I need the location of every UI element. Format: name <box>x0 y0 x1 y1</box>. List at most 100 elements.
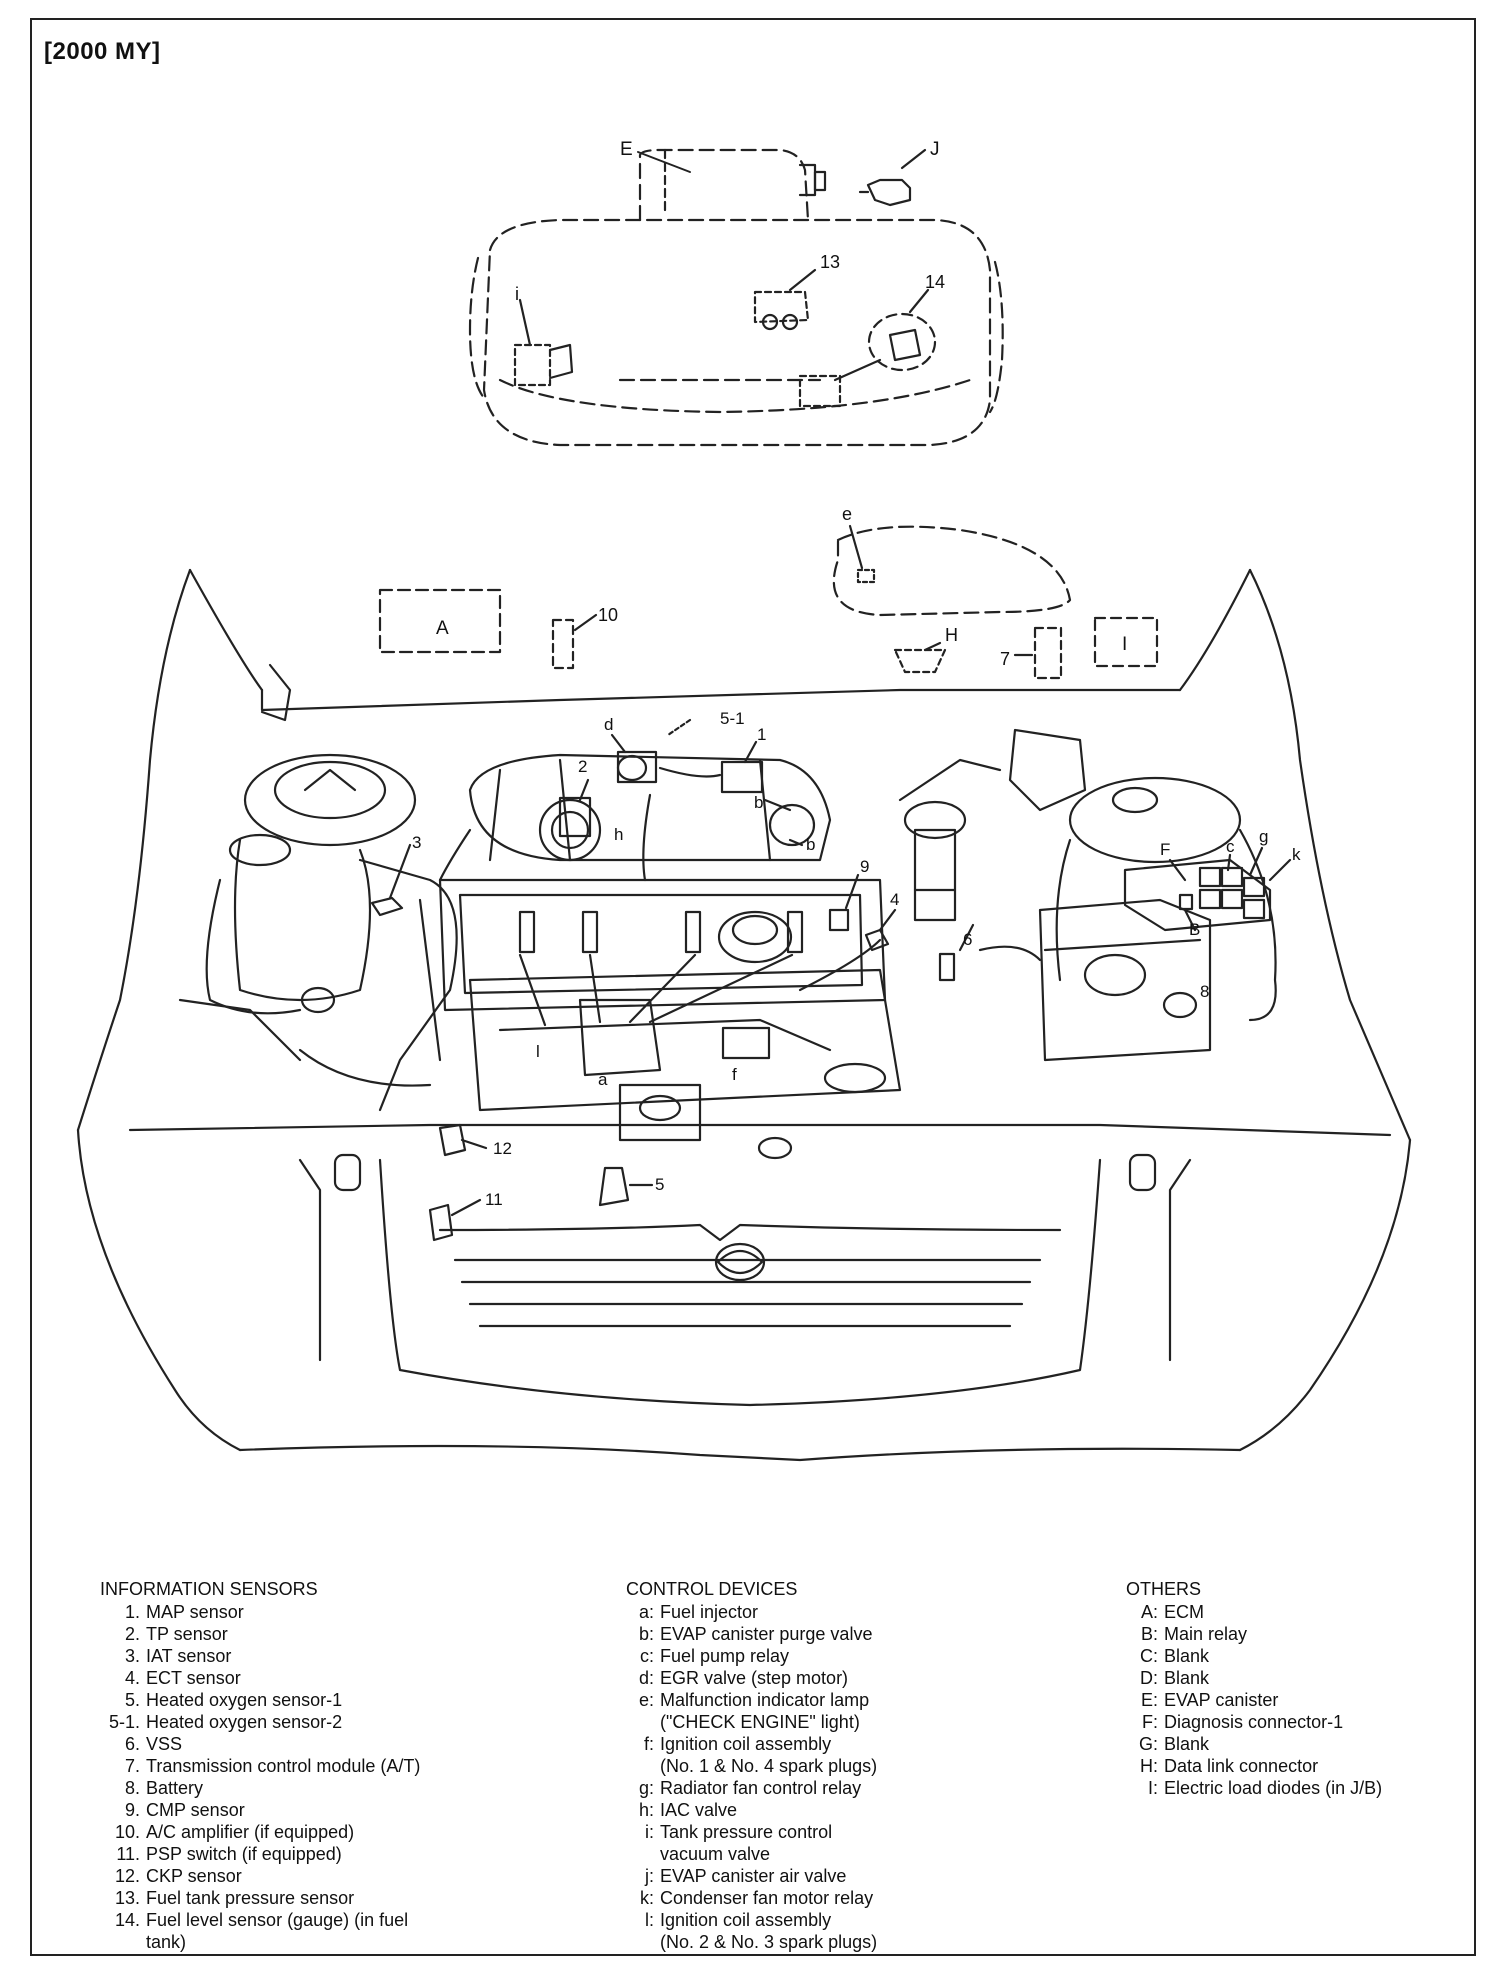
legend-item: j: EVAP canister air valve <box>626 1865 1106 1887</box>
legend-item-key: f: <box>643 1734 654 1754</box>
legend-item-text: EVAP canister <box>1164 1690 1279 1710</box>
legend-item-text: CKP sensor <box>146 1866 242 1886</box>
legend-item: 12.CKP sensor <box>100 1865 600 1887</box>
legend-item-key: H: <box>1140 1756 1158 1776</box>
tank-pressure-sensor-13 <box>753 268 817 331</box>
label-B: B <box>1189 920 1200 939</box>
legend-item-key: k: <box>639 1888 654 1908</box>
legend-item: tank) <box>100 1931 600 1953</box>
legend-item: b:EVAP canister purge valve <box>626 1623 1106 1645</box>
legend-item: 14.Fuel level sensor (gauge) (in fuel <box>100 1909 600 1931</box>
car-body <box>76 568 1412 1462</box>
label-14: 14 <box>925 272 945 292</box>
label-h: h <box>614 825 623 844</box>
label-k: k <box>1292 845 1301 864</box>
legend-item: A:ECM <box>1126 1601 1446 1623</box>
legend-item-text: Data link connector <box>1164 1756 1319 1776</box>
fuel-tank <box>468 148 1004 447</box>
label-6: 6 <box>963 930 972 949</box>
legend-item-key: l: <box>645 1910 654 1930</box>
label-13: 13 <box>820 252 840 272</box>
legend-item-text: Ignition coil assembly <box>660 1910 832 1930</box>
legend-item: 13.Fuel tank pressure sensor <box>100 1887 600 1909</box>
label-8: 8 <box>1200 982 1209 1001</box>
legend-item-key: 4. <box>124 1668 140 1688</box>
legend-item-key: 9. <box>124 1800 140 1820</box>
legend-item: 4.ECT sensor <box>100 1667 600 1689</box>
legend-item-text: IAT sensor <box>146 1646 232 1666</box>
label-g: g <box>1259 827 1268 846</box>
legend-item-text: Ignition coil assembly <box>660 1734 832 1754</box>
legend-item-text: Heated oxygen sensor-2 <box>146 1712 343 1732</box>
label-5: 5 <box>655 1175 664 1194</box>
legend-item-key <box>626 1755 660 1777</box>
legend-item: ("CHECK ENGINE" light) <box>626 1711 1106 1733</box>
legend-item-key: 7. <box>124 1756 140 1776</box>
legend-item-text: Heated oxygen sensor-1 <box>146 1690 343 1710</box>
label-1: 1 <box>757 725 766 744</box>
fuel-level-sensor-14 <box>798 288 937 408</box>
legend-item: h:IAC valve <box>626 1799 1106 1821</box>
legend-item: C:Blank <box>1126 1645 1446 1667</box>
legend-item-key <box>626 1931 660 1953</box>
label-J: J <box>930 139 940 160</box>
legend-item: H: Data link connector <box>1126 1755 1446 1777</box>
legend-item-key: 13. <box>114 1888 140 1908</box>
legend-others-title: OTHERS <box>1126 1579 1202 1599</box>
legend-item-key <box>100 1931 146 1953</box>
legend-control-title: CONTROL DEVICES <box>626 1579 798 1599</box>
label-H: H <box>945 625 958 645</box>
label-7: 7 <box>1000 649 1010 669</box>
legend-item-text: vacuum valve <box>660 1844 771 1864</box>
legend-item-text: EVAP canister air valve <box>660 1866 847 1886</box>
legend-item-text: Condenser fan motor relay <box>660 1888 874 1908</box>
legend-item: D:Blank <box>1126 1667 1446 1689</box>
legend-item-text: Fuel pump relay <box>660 1646 790 1666</box>
legend-item-key: e: <box>638 1690 654 1710</box>
label-l: l <box>536 1042 540 1061</box>
label-b-lower: b <box>806 835 815 854</box>
legend-item-text: Battery <box>146 1778 204 1798</box>
label-4: 4 <box>890 890 899 909</box>
label-A: A <box>436 618 449 639</box>
hood-outline <box>188 525 1252 712</box>
legend-item: c:Fuel pump relay <box>626 1645 1106 1667</box>
label-12: 12 <box>493 1139 512 1158</box>
legend-item: B:Main relay <box>1126 1623 1446 1645</box>
legend-item-key: E: <box>1140 1690 1158 1710</box>
legend-item-text: MAP sensor <box>146 1602 244 1622</box>
label-F: F <box>1160 840 1170 859</box>
engine-components <box>178 663 1277 1242</box>
legend-item-key: 2. <box>124 1624 140 1644</box>
evap-canister <box>663 148 827 217</box>
legend-item: f: Ignition coil assembly <box>626 1733 1106 1755</box>
legend-item-key: j: <box>645 1866 654 1886</box>
label-2: 2 <box>578 757 587 776</box>
legend-item-key: 6. <box>124 1734 140 1754</box>
label-9: 9 <box>860 857 869 876</box>
legend-item-text: ECM <box>1164 1602 1204 1622</box>
legend-item: 1.MAP sensor <box>100 1601 600 1623</box>
legend-item-text: Tank pressure control <box>660 1822 833 1842</box>
legend-item-text: VSS <box>146 1734 183 1754</box>
legend-item-key: I: <box>1147 1778 1158 1798</box>
label-3: 3 <box>412 833 421 852</box>
legend-item-text: Electric load diodes (in J/B) <box>1164 1778 1383 1798</box>
label-c: c <box>1226 837 1235 856</box>
legend-item: F:Diagnosis connector-1 <box>1126 1711 1446 1733</box>
legend-item-key: 10. <box>114 1822 140 1842</box>
legend-item: l: Ignition coil assembly <box>626 1909 1106 1931</box>
legend-item: e:Malfunction indicator lamp <box>626 1689 1106 1711</box>
legend-item: 6. VSS <box>100 1733 600 1755</box>
legend-item: (No. 2 & No. 3 spark plugs) <box>626 1931 1106 1953</box>
legend-item: 3.IAT sensor <box>100 1645 600 1667</box>
legend-item-text: ("CHECK ENGINE" light) <box>660 1712 860 1732</box>
tank-pressure-vacuum-valve-i <box>513 298 574 387</box>
legend-item-key: F: <box>1142 1712 1158 1732</box>
engine-bay-diagram: E J i 13 14 A 10 H 7 I e <box>76 139 1412 1462</box>
label-5-1: 5-1 <box>720 709 745 728</box>
label-E: E <box>620 139 633 160</box>
legend-item-key: i: <box>645 1822 654 1842</box>
